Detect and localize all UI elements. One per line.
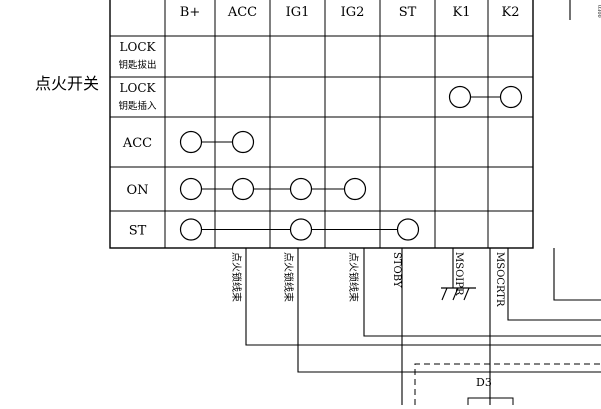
terminal-circle [396,218,420,241]
terminal-circle [343,177,367,201]
terminal-circle [179,177,203,201]
column-headers: B+ ACC IG1 IG2 ST K1 K2 [180,5,520,20]
row-label-sub: 钥匙插入 [118,100,157,112]
wire [297,248,601,373]
row-label-main: ON [126,183,148,198]
wire-label: 点火锁线束 [282,252,295,302]
edge-text: 0300 [596,5,601,18]
column-header: ST [399,5,417,20]
column-header: IG2 [341,5,365,20]
connections [179,85,523,241]
wire [363,248,601,337]
wire-label: 点火锁线束 [230,252,243,302]
wires [245,0,601,409]
wire [553,248,601,301]
wire-label: MSOCRTR [494,252,505,307]
terminal-circle [289,218,313,241]
switch-label: 点火开关 [35,74,99,93]
fuse-label: D3 [476,376,492,389]
wire-label: 点火锁线束 [347,252,360,302]
column-header: IG1 [286,5,310,20]
row-label-main: ST [129,224,147,239]
wire [507,248,601,321]
row-label-main: LOCK [120,40,157,54]
column-header: ACC [227,5,257,20]
switch-table [109,0,534,249]
table-border [109,0,534,249]
row-label-main: LOCK [120,81,157,95]
terminal-circle [499,85,523,109]
terminal-circle [179,218,203,241]
terminal-circle [179,130,203,154]
wire-labels: 点火锁线束 点火锁线束 点火锁线束 STOBY MSOIPR MSOCRTR [230,252,505,307]
column-header: K2 [502,5,520,20]
wire [245,248,601,346]
dashed-box [414,363,601,405]
terminal-circle [231,130,255,154]
column-header: B+ [180,5,200,20]
column-header: K1 [453,5,471,20]
terminal-circle [289,177,313,201]
terminal-circle [231,177,255,201]
ground-hatch [441,287,448,301]
ground-hatch [452,287,459,301]
wire-label: STOBY [391,252,402,288]
wire-label: MSOIPR [453,252,464,296]
ground-hatch [463,287,470,301]
row-label-main: ACC [122,136,152,151]
row-label-sub: 钥匙拔出 [118,59,156,71]
row-labels: LOCK 钥匙拔出 LOCK 钥匙插入 ACC ON ST [118,40,157,239]
terminal-circle [448,85,472,109]
